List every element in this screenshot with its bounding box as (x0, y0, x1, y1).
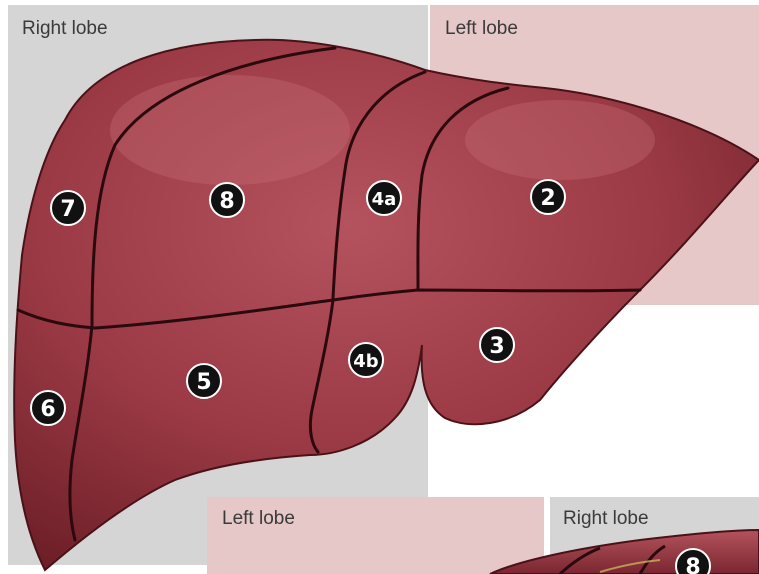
left-lobe-label: Left lobe (445, 18, 518, 40)
segment-6-label: 6 (40, 397, 55, 422)
segment-4a-label: 4a (372, 189, 397, 210)
segment-8-label: 8 (219, 189, 234, 214)
segment-5-badge: 5 (187, 364, 221, 398)
segment-4b-badge: 4b (349, 343, 383, 377)
segment-7-badge: 7 (51, 191, 85, 225)
segment-8-badge: 8 (210, 183, 244, 217)
segment-6-badge: 6 (31, 391, 65, 425)
inset-liver-view: 8 (490, 530, 759, 574)
inset-segment-8-label: 8 (685, 555, 700, 574)
right-lobe-label: Right lobe (22, 18, 108, 40)
segment-7-label: 7 (60, 197, 75, 222)
inset-right-lobe-label: Right lobe (563, 508, 649, 530)
segment-3-badge: 3 (480, 328, 514, 362)
inset-left-lobe-label: Left lobe (222, 508, 295, 530)
segment-3-label: 3 (489, 334, 504, 359)
inset-liver-outline (490, 530, 759, 574)
segment-4b-label: 4b (353, 351, 379, 372)
left-lobe-highlight (465, 100, 655, 180)
segment-2-badge: 2 (531, 180, 565, 214)
segment-2-label: 2 (540, 186, 555, 211)
segment-5-label: 5 (196, 370, 211, 395)
inset-segment-8-badge: 8 (676, 549, 710, 574)
segment-4a-badge: 4a (367, 181, 401, 215)
liver-highlight (110, 75, 350, 185)
